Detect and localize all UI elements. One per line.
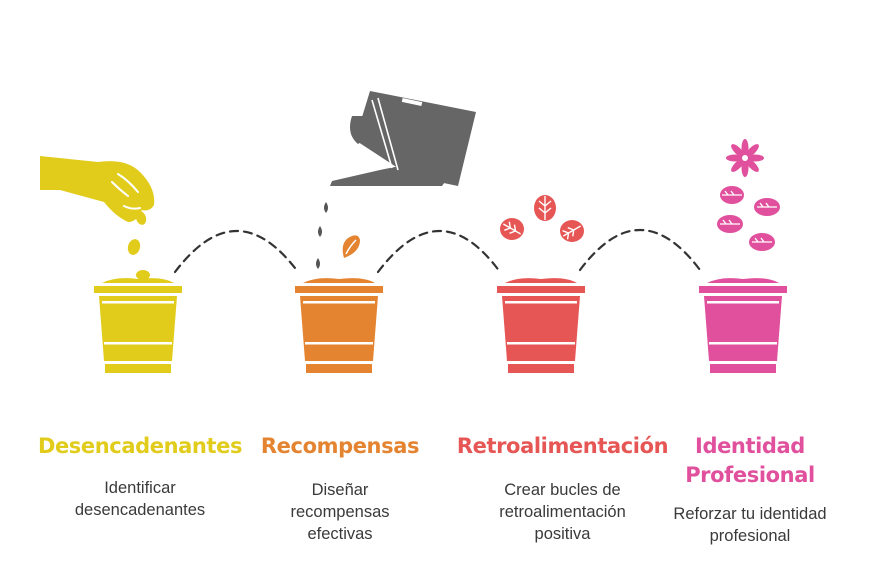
step-desencadenantes: Desencadenantes Identificar desencadenan… bbox=[35, 432, 245, 521]
hand-shape bbox=[40, 156, 155, 222]
pot-1 bbox=[94, 278, 182, 373]
connector-2-3 bbox=[376, 229, 502, 274]
step-recompensas: Recompensas Diseñar recompensas efectiva… bbox=[250, 432, 430, 545]
petal-2 bbox=[754, 198, 780, 216]
can-label bbox=[401, 97, 423, 107]
leaf-2 bbox=[500, 218, 524, 240]
water-drop-3 bbox=[316, 258, 320, 269]
falling-seed-1 bbox=[135, 211, 147, 225]
leaf-3 bbox=[560, 220, 584, 242]
star-flower bbox=[726, 139, 764, 177]
hand-dropping-seeds-icon bbox=[40, 156, 155, 280]
pot-2 bbox=[295, 278, 383, 373]
hand-lines bbox=[111, 173, 141, 210]
can-handle bbox=[350, 116, 370, 144]
step-description: Identificar desencadenantes bbox=[74, 479, 206, 519]
step-retroalimentacion: Retroalimentación Crear bucles de retroa… bbox=[455, 432, 670, 545]
petal-4 bbox=[749, 233, 775, 251]
falling-seed-3 bbox=[136, 270, 150, 280]
pot-3 bbox=[497, 278, 585, 373]
leaf-1 bbox=[534, 195, 556, 221]
water-drop-1 bbox=[324, 202, 328, 213]
step-identidad-profesional: Identidad Profesional Reforzar tu identi… bbox=[655, 432, 845, 547]
sprout-icon bbox=[342, 235, 360, 258]
pot-4 bbox=[699, 278, 787, 373]
falling-seed-2 bbox=[127, 239, 141, 255]
connector-1-2 bbox=[173, 229, 300, 274]
step-description: Crear bucles de retroalimentación positi… bbox=[499, 481, 626, 543]
flower-icon bbox=[717, 139, 780, 251]
petal-3 bbox=[717, 215, 743, 233]
step-title: Retroalimentación bbox=[456, 434, 669, 458]
step-title: Desencadenantes bbox=[37, 434, 243, 458]
connectors bbox=[173, 228, 702, 274]
water-drop-2 bbox=[318, 226, 322, 237]
petal-1 bbox=[720, 186, 744, 204]
step-title: Identidad Profesional bbox=[685, 434, 815, 487]
can-body bbox=[355, 91, 476, 186]
leaves-icon bbox=[500, 195, 584, 242]
step-title: Recompensas bbox=[260, 434, 420, 458]
connector-3-4 bbox=[578, 228, 702, 272]
watering-can-icon bbox=[316, 91, 476, 269]
step-description: Diseñar recompensas efectivas bbox=[290, 481, 390, 543]
step-description: Reforzar tu identidad profesional bbox=[673, 505, 827, 545]
